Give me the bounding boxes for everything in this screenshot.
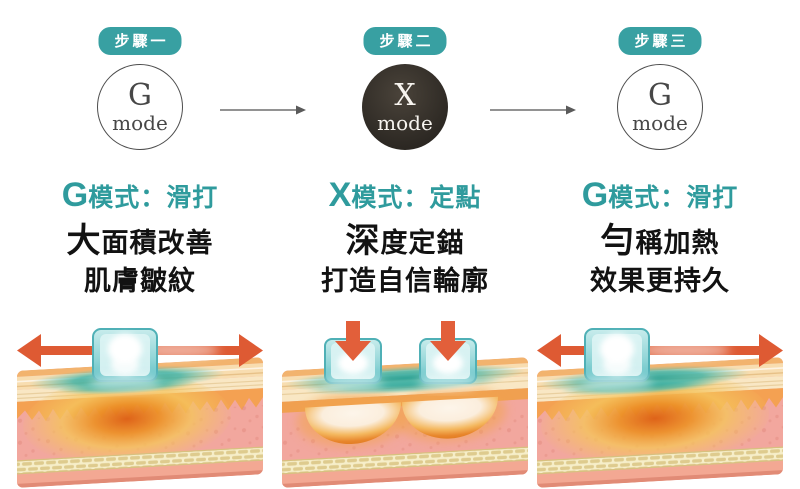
mode-description: 勻稱加熱 效果更持久 — [535, 221, 785, 300]
title-text: 模式：滑打 — [608, 184, 739, 212]
skin-illustration-xmode-press — [282, 321, 528, 488]
desc-line2: 肌膚皺紋 — [84, 266, 196, 296]
desc-line1-first-char: 勻 — [600, 222, 636, 260]
mode-word: mode — [377, 111, 433, 135]
mode-letter: X — [394, 78, 416, 113]
step-column-3: 步驟三 G mode G模式：滑打 勻稱加熱 效果更持久 — [535, 0, 785, 489]
title-mode-letter: G — [581, 176, 609, 214]
step-badge: 步驟三 — [618, 27, 702, 55]
desc-line1: 勻稱加熱 — [535, 221, 785, 263]
desc-line2: 效果更持久 — [590, 266, 730, 296]
desc-line1-rest: 稱加熱 — [635, 228, 720, 258]
mode-letter: G — [128, 78, 152, 113]
treatment-handpiece — [89, 328, 161, 391]
title-mode-letter: G — [61, 176, 89, 214]
mode-title: X模式：定點 — [280, 176, 530, 215]
mode-title: G模式：滑打 — [15, 176, 265, 215]
desc-line1: 深度定錨 — [280, 221, 530, 263]
treatment-handpiece — [581, 328, 653, 391]
desc-line1-rest: 度定錨 — [380, 228, 465, 258]
desc-line1-rest: 面積改善 — [101, 228, 214, 258]
mode-description: 大面積改善 肌膚皺紋 — [15, 221, 265, 300]
step-column-2: 步驟二 X mode X模式：定點 深度定錨 打造自信輪廓 — [280, 0, 530, 489]
step-badge: 步驟一 — [98, 27, 182, 55]
mode-word: mode — [112, 111, 168, 135]
mode-word: mode — [632, 111, 688, 135]
arrow-right-icon — [490, 105, 576, 115]
skin-illustration-gmode-slide — [17, 328, 263, 488]
title-mode-letter: X — [328, 176, 352, 214]
skin-illustration-gmode-slide-wide — [537, 328, 783, 488]
desc-line1: 大面積改善 — [15, 221, 265, 263]
step-badge: 步驟二 — [363, 27, 447, 55]
slide-direction-arrow-icon — [537, 334, 783, 367]
mode-letter: G — [648, 78, 672, 113]
desc-line2: 打造自信輪廓 — [321, 266, 489, 296]
step-column-1: 步驟一 G mode G模式：滑打 大面積改善 肌膚皺紋 — [15, 0, 265, 489]
arrow-right-icon — [220, 105, 306, 115]
press-down-arrow-icon — [335, 321, 371, 361]
mode-title: G模式：滑打 — [535, 176, 785, 215]
desc-line1-first-char: 深 — [345, 222, 381, 260]
desc-line1-first-char: 大 — [66, 222, 102, 260]
title-text: 模式：定點 — [351, 184, 482, 212]
x-mode-circle: X mode — [362, 64, 448, 150]
mode-description: 深度定錨 打造自信輪廓 — [280, 221, 530, 300]
title-text: 模式：滑打 — [88, 184, 219, 212]
press-down-arrow-icon — [430, 321, 466, 361]
g-mode-circle: G mode — [617, 64, 703, 150]
g-mode-circle: G mode — [97, 64, 183, 150]
